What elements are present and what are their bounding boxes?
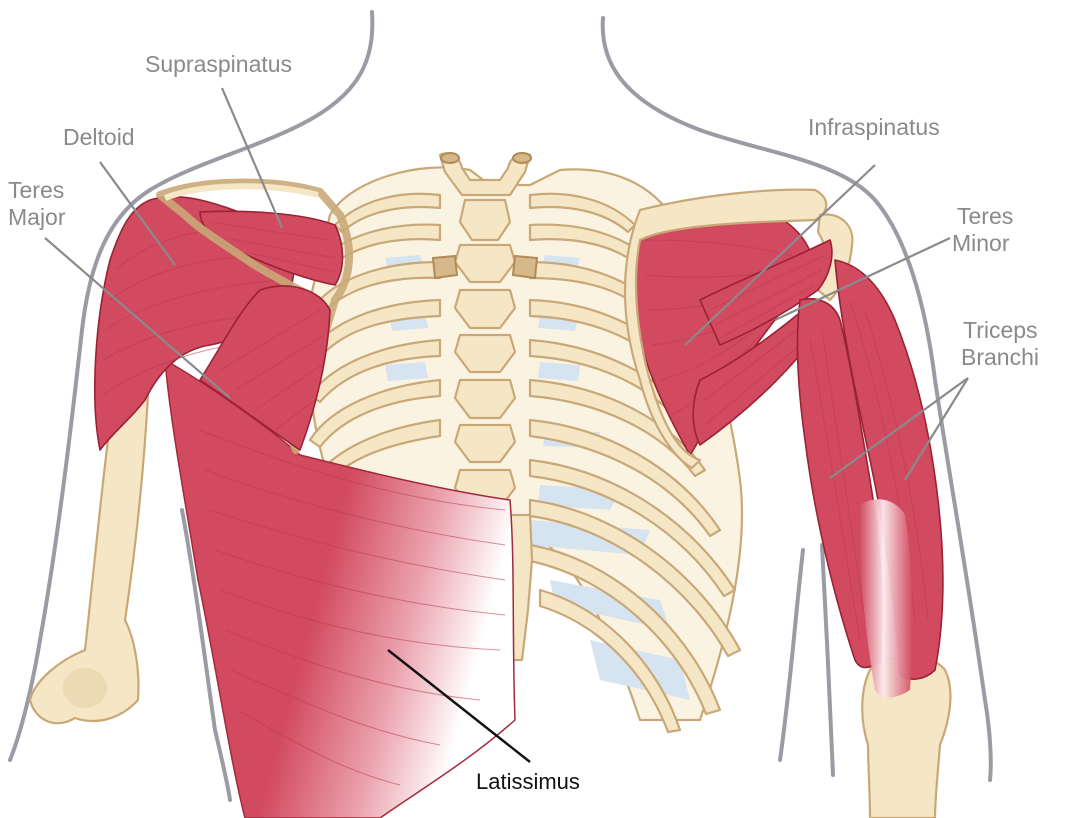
ribs-right [528,192,742,734]
rotator-cuff-left [199,285,331,451]
teres-minor-muscle [699,239,833,346]
label-triceps-2: Branchi [961,344,1039,370]
latissimus-leader [387,649,531,763]
label-teres-major-1: Teres [8,177,64,203]
leader-lines [44,87,969,763]
supraspinatus-leader [220,87,284,229]
infraspinatus-leader [684,164,876,346]
latissimus-muscle [164,358,516,818]
body-outline [8,10,993,802]
labels: Supraspinatus Deltoid Teres Major Infras… [8,51,1039,794]
deltoid-leader [99,161,176,266]
triceps-muscle [796,259,944,698]
label-latissimus: Latissimus [476,769,580,794]
label-deltoid: Deltoid [63,124,135,150]
label-triceps-1: Triceps [963,317,1038,343]
label-infraspinatus: Infraspinatus [808,114,940,140]
supraspinatus-muscle-left [199,210,344,286]
teres-major-leader [44,237,231,399]
label-teres-minor-2: Minor [952,230,1010,256]
label-supraspinatus: Supraspinatus [145,51,292,77]
left-humerus [28,343,152,725]
teres-minor-leader [774,237,951,321]
label-teres-minor-1: Teres [957,203,1013,229]
triceps-leader-a [829,377,969,479]
label-teres-major-2: Major [8,204,66,230]
triceps-leader-b [904,377,969,481]
